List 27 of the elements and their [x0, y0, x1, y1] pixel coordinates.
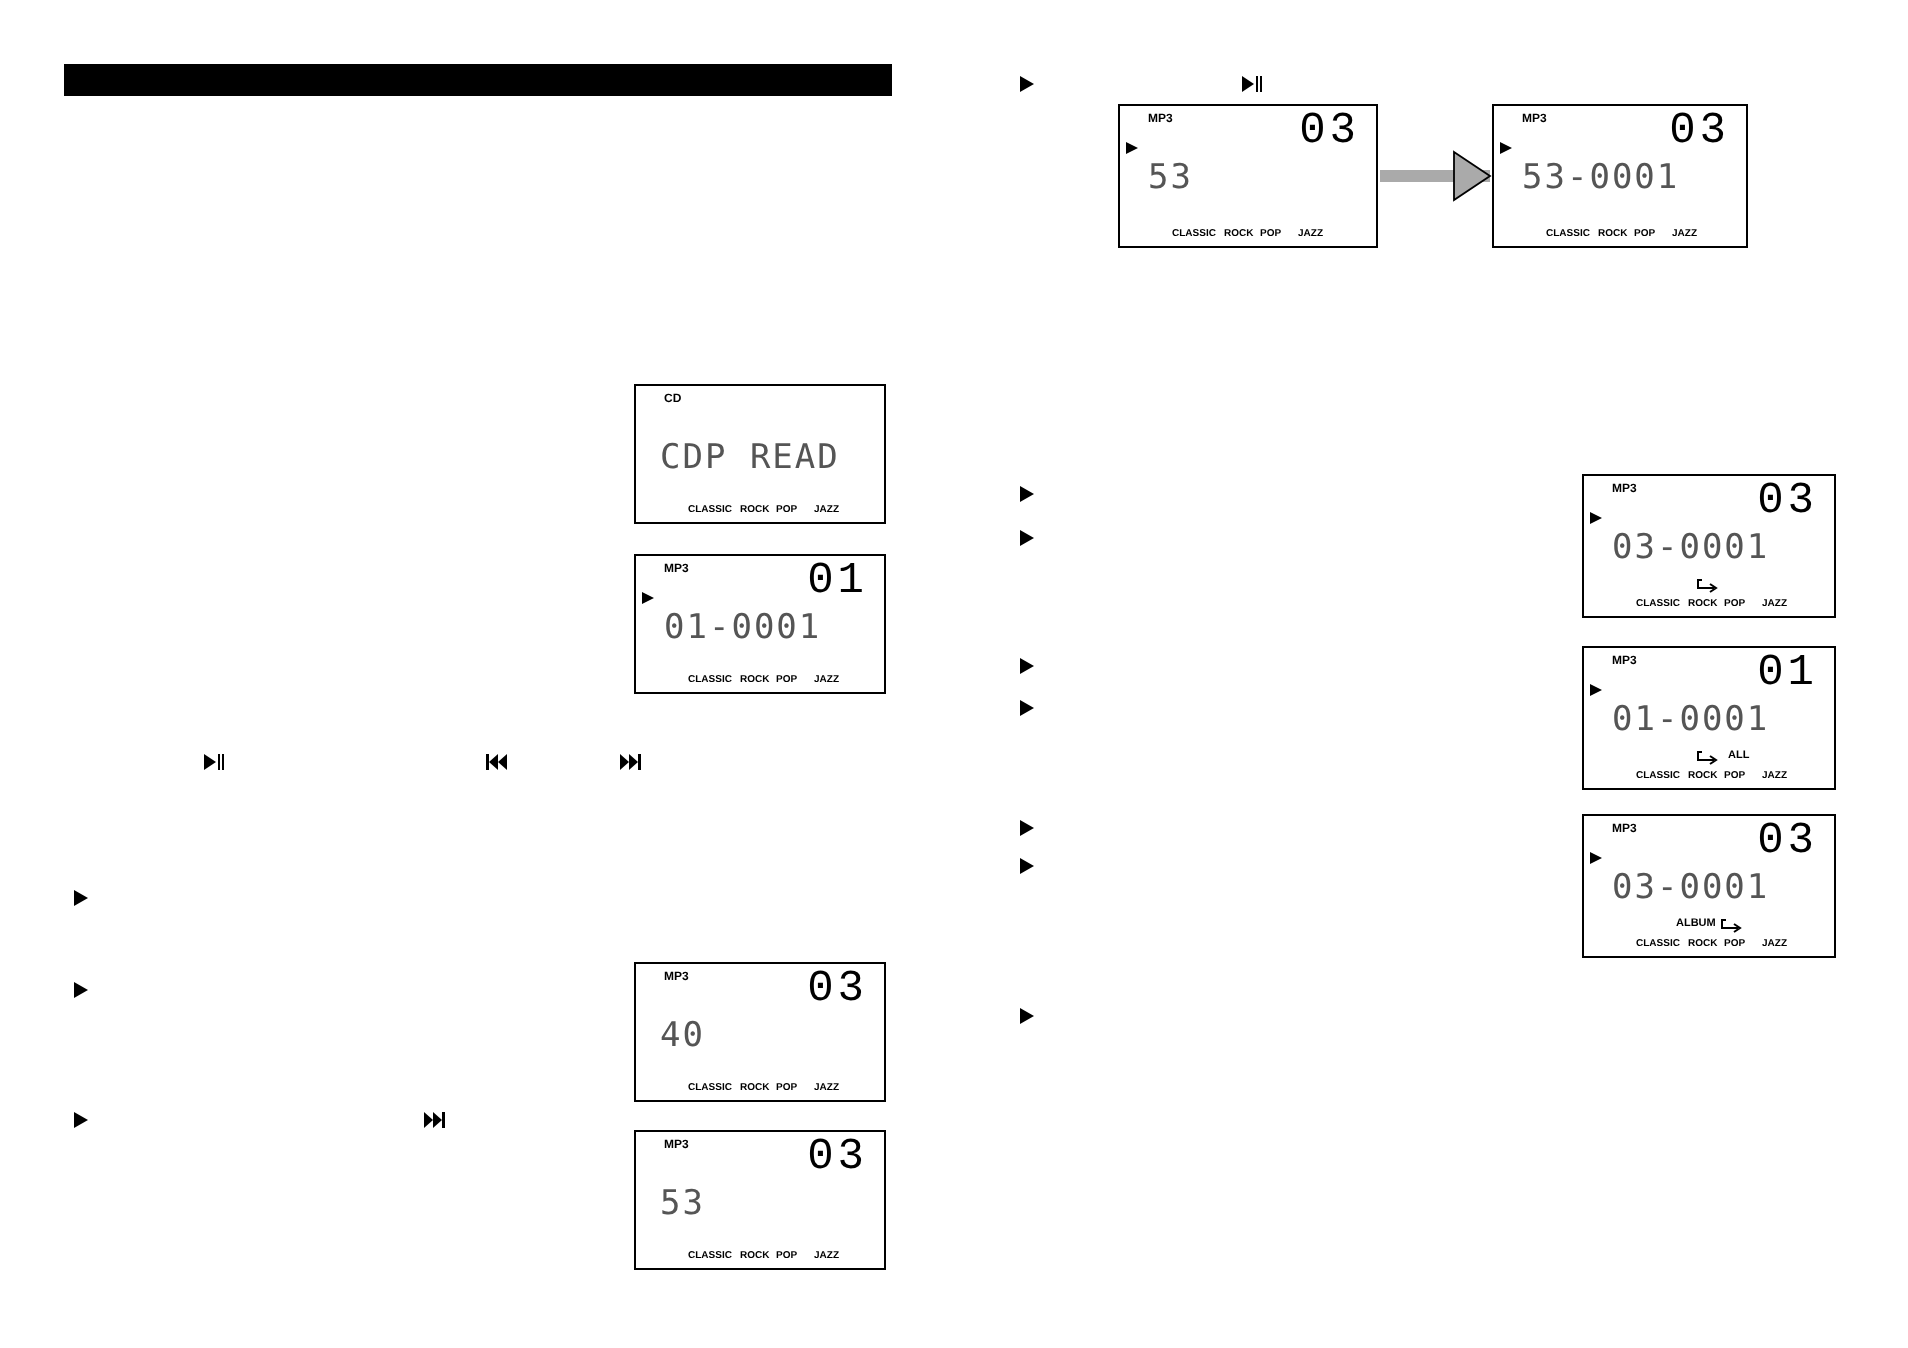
track-number: 03: [807, 968, 868, 1012]
lcd-display: [1492, 104, 1748, 248]
lcd-display: [634, 1130, 886, 1270]
segment-readout: 53: [660, 1188, 705, 1222]
track-number: 03: [807, 1136, 868, 1180]
track-number: 01: [1757, 652, 1818, 696]
track-number: 03: [1299, 110, 1360, 154]
segment-readout: 01-0001: [1612, 704, 1770, 738]
track-number: 03: [1669, 110, 1730, 154]
lcd-display: [634, 384, 886, 524]
segment-readout: 53-0001: [1522, 162, 1680, 196]
lcd-display: [1582, 474, 1836, 618]
segment-readout: 40: [660, 1020, 705, 1054]
track-number: 03: [1757, 820, 1818, 864]
track-number: 03: [1757, 480, 1818, 524]
segment-readout: CDP READ: [660, 442, 840, 476]
segment-readout: 01-0001: [664, 612, 822, 646]
lcd-display: [1582, 814, 1836, 958]
segment-readout: 53: [1148, 162, 1193, 196]
segment-readout: 03-0001: [1612, 532, 1770, 566]
track-number: 01: [807, 560, 868, 604]
segment-readout: 03-0001: [1612, 872, 1770, 906]
lcd-display: [1582, 646, 1836, 790]
arrow: [1380, 151, 1491, 201]
lcd-display: [1118, 104, 1378, 248]
lcd-display: [634, 962, 886, 1102]
lcd-display: [634, 554, 886, 694]
